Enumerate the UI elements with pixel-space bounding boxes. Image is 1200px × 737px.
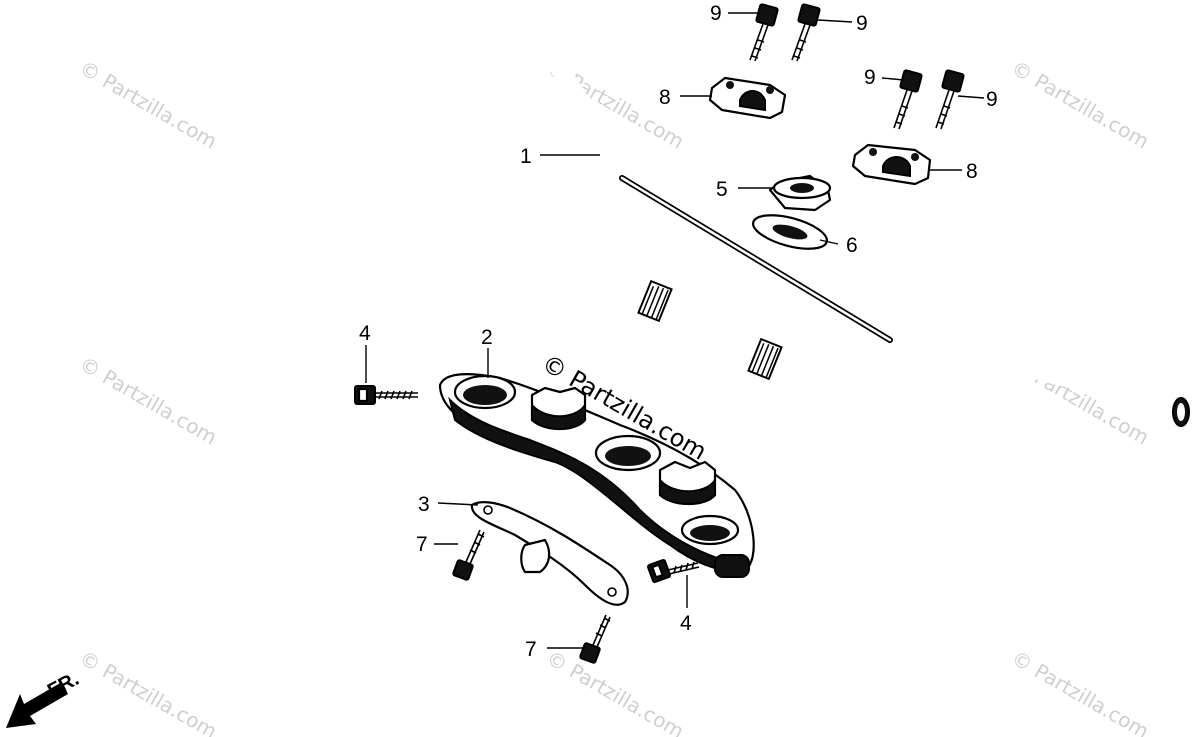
callout-9-c: 9: [864, 66, 876, 89]
knurl-band-left: [637, 279, 673, 323]
leader-lines: [365, 12, 985, 649]
part-9-bolt-b[interactable]: [791, 3, 821, 62]
callout-2: 2: [481, 326, 493, 349]
callout-labels: 1 2 3 4 4 5 6 7 7 8 8 9 9 9 9: [359, 2, 998, 661]
watermark-br: © Partzilla.com: [1008, 646, 1154, 737]
watermark-tr: © Partzilla.com: [1008, 56, 1154, 154]
part-7-bolt-left[interactable]: [452, 529, 485, 581]
callout-9-b: 9: [856, 12, 868, 35]
part-4-bolt-upper[interactable]: [354, 385, 418, 405]
handlebar-crossbar-inner: [620, 176, 892, 342]
callout-7-right: 7: [525, 638, 537, 661]
part-8-holder-upper-left[interactable]: [708, 76, 787, 120]
callout-9-a: 9: [710, 2, 722, 25]
callout-4-lower: 4: [680, 612, 692, 635]
callout-3: 3: [418, 493, 430, 516]
bridge-stub: [714, 554, 750, 578]
part-2-bridge[interactable]: [438, 373, 755, 578]
handlebar-inner: [511, 6, 1189, 419]
bracket-tab: [520, 538, 551, 574]
part-4-bolt-lower[interactable]: [647, 559, 700, 583]
callout-9-d: 9: [986, 88, 998, 111]
callout-8-left: 8: [659, 86, 671, 109]
watermark-bl: © Partzilla.com: [76, 646, 222, 737]
part-7-bolt-right[interactable]: [579, 614, 611, 664]
watermark-tl: © Partzilla.com: [76, 56, 222, 154]
bolt-thread: [375, 390, 418, 400]
callout-7-left: 7: [416, 533, 428, 556]
callout-5: 5: [716, 178, 728, 201]
front-direction-indicator: FR.: [6, 668, 83, 728]
callout-4-upper: 4: [359, 322, 371, 345]
part-3-bracket[interactable]: [470, 501, 629, 606]
watermark-ml: © Partzilla.com: [76, 352, 222, 450]
part-9-bolt-d[interactable]: [935, 69, 965, 130]
arrow-down-left-icon: [6, 682, 68, 728]
watermark-bc: © Partzilla.com: [543, 646, 689, 737]
part-5-nut[interactable]: [768, 174, 832, 212]
part-6-washer[interactable]: [750, 209, 831, 256]
callout-6: 6: [846, 234, 858, 257]
callout-8-right: 8: [966, 160, 978, 183]
callout-1: 1: [520, 145, 532, 168]
part-8-holder-upper-right[interactable]: [851, 143, 932, 186]
part-1-handlebar[interactable]: [0, 0, 1190, 427]
part-9-bolt-c[interactable]: [893, 69, 923, 130]
knurl-band-right: [747, 337, 783, 381]
